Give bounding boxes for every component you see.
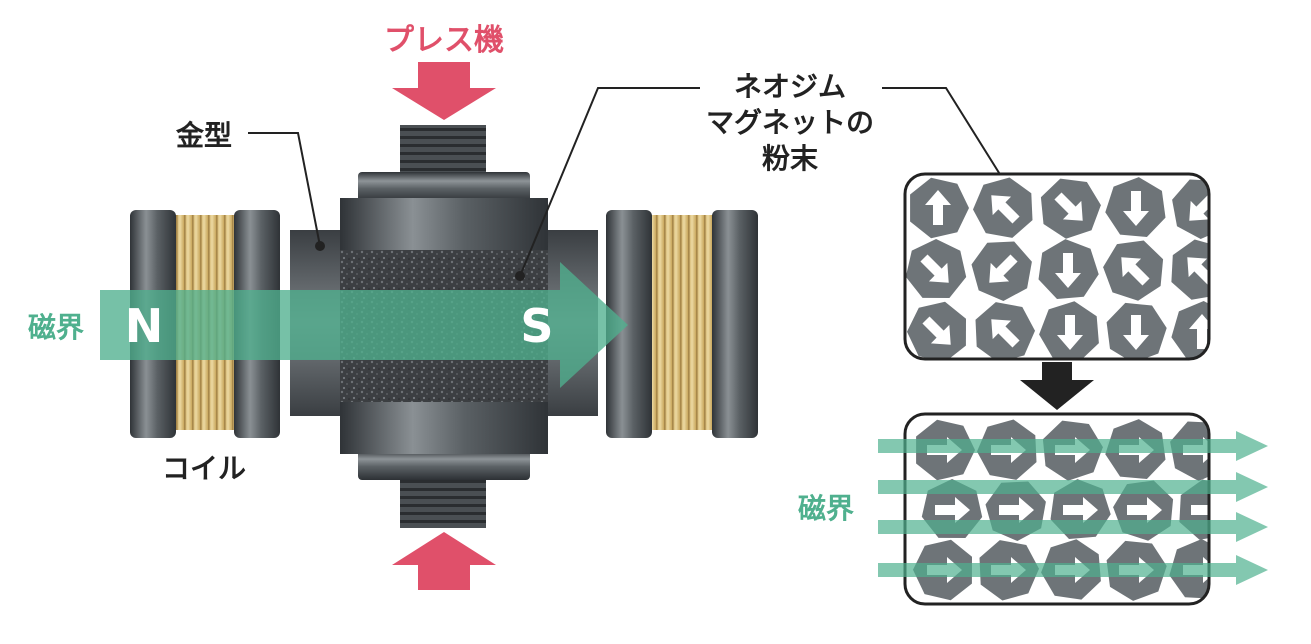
particle-arrow-icon	[920, 254, 949, 283]
magnet-particle	[1105, 177, 1166, 237]
zoom-leader-line	[882, 87, 1007, 185]
particle-arrow-icon	[1055, 253, 1081, 288]
particle-arrow-icon	[925, 190, 951, 225]
mold-label: 金型	[175, 119, 232, 152]
magnet-particle	[910, 177, 969, 239]
die-bottom-block	[340, 402, 548, 454]
right-coil-flange-inner	[606, 210, 652, 438]
lower-punch-cap	[358, 450, 530, 480]
mold-leader-dot	[315, 241, 325, 251]
magnet-particle	[907, 301, 966, 359]
particle-arrow-icon	[999, 497, 1034, 523]
magnet-particle	[1038, 239, 1099, 299]
field-arrow-right-icon	[100, 262, 628, 388]
field-arrow-right-icon	[878, 555, 1268, 585]
particle-arrow-icon	[1123, 191, 1149, 226]
press-label: プレス機	[384, 23, 504, 58]
magnet-particle	[905, 239, 967, 298]
magnet-particle	[1172, 179, 1209, 239]
coil-label: コイル	[162, 452, 246, 485]
aligned-field-arrows	[878, 431, 1268, 585]
pole-n: N	[125, 299, 164, 353]
powder-leader-line	[519, 87, 700, 277]
particle-arrow-icon	[1057, 315, 1083, 350]
field-arrow-right-icon	[878, 431, 1268, 461]
press-arrow-down-icon	[392, 62, 496, 120]
magnet-particle	[1039, 301, 1099, 359]
magnet-particle	[973, 177, 1033, 238]
die-top-block	[340, 198, 548, 250]
powder-leader-dot	[515, 271, 525, 281]
magnet-particle	[971, 241, 1032, 301]
pole-s: S	[520, 299, 553, 353]
magnet-particle	[975, 302, 1035, 359]
particle-arrow-icon	[1123, 315, 1149, 350]
upper-punch-cap	[358, 172, 530, 202]
magnet-particle	[1040, 178, 1101, 239]
particle-arrow-icon	[991, 195, 1020, 224]
transition-arrow-down-icon	[1020, 362, 1094, 410]
particle-arrow-icon	[922, 316, 951, 345]
upper-threaded-rod	[400, 125, 486, 175]
particle-arrow-icon	[989, 254, 1018, 283]
powder-label-line2: マグネットの	[706, 106, 874, 139]
particle-arrow-icon	[1121, 257, 1150, 286]
random-particles-group	[905, 177, 1209, 359]
particle-arrow-icon	[1127, 497, 1162, 523]
right-coil-winding	[648, 215, 718, 430]
right-coil-flange-outer	[712, 210, 758, 438]
mold-leader-line	[248, 132, 321, 247]
particle-arrow-icon	[935, 497, 970, 523]
field-label-left: 磁界	[28, 311, 84, 344]
powder-label-line3: 粉末	[762, 142, 818, 175]
particle-arrow-icon	[1063, 497, 1098, 523]
press-arrow-up-icon	[392, 532, 496, 590]
magnet-particle	[1103, 240, 1164, 301]
powder-label-line1: ネオジム	[734, 70, 846, 103]
field-arrow-right-icon	[878, 512, 1268, 542]
lower-threaded-rod	[400, 478, 486, 528]
particle-arrow-icon	[1054, 192, 1083, 221]
random-particles-panel	[903, 172, 1211, 361]
particle-arrow-icon	[991, 319, 1020, 348]
particle-arrow-icon	[1189, 192, 1209, 221]
field-arrow-right-icon	[878, 472, 1268, 502]
magnet-particle	[1106, 302, 1167, 359]
field-label-right: 磁界	[798, 492, 854, 525]
